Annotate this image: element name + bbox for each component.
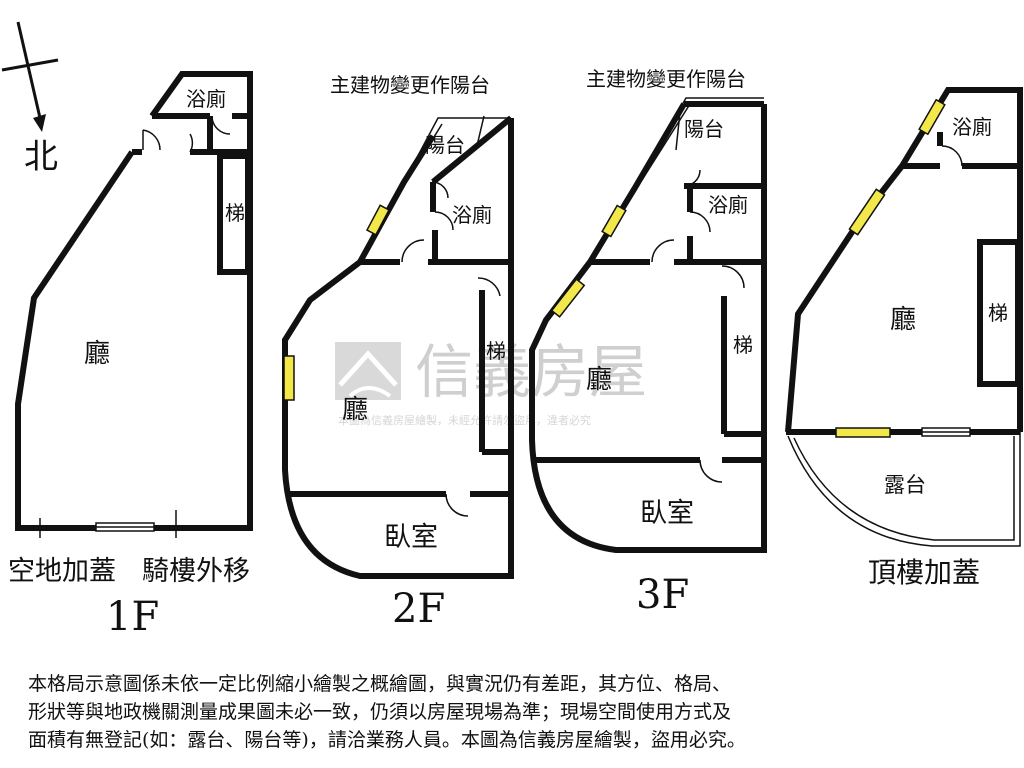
f1-stair-label: 梯 xyxy=(225,201,245,225)
f3-bath-label: 浴廁 xyxy=(708,193,748,217)
f2-living-label: 廳 xyxy=(342,395,368,425)
f1-arcade-note: 騎樓外移 xyxy=(142,556,250,587)
f3-stair-label: 梯 xyxy=(733,333,753,357)
f3-callout: 主建物變更作陽台 xyxy=(586,67,746,91)
f1-living-label: 廳 xyxy=(84,339,110,369)
roof-window-3 xyxy=(835,427,891,438)
disclaimer-line: 形狀等與地政機關測量成果圖未必一致，仍須以房屋現場為準；現場空間使用方式及 xyxy=(28,701,732,723)
floor-roof-thin xyxy=(787,145,1021,547)
watermark-notice: 本圖為信義房屋繪製，未經允許請勿盜用，違者必究 xyxy=(338,413,591,427)
f1-floor-name: 1F xyxy=(106,594,159,640)
f2-balcony-label: 陽台 xyxy=(425,133,465,157)
f1-bath-label: 浴廁 xyxy=(186,87,226,111)
floor-2f-thin xyxy=(401,115,511,517)
f2-bedroom-label: 臥室 xyxy=(384,522,438,553)
disclaimer-line: 面積有無登記(如：露台、陽台等)，請洽業務人員。本圖為信義房屋繪製，盜用必究。 xyxy=(28,729,746,751)
roof-bath-label: 浴廁 xyxy=(952,115,992,139)
f3-floor-name: 3F xyxy=(636,572,689,618)
roof-living-label: 廳 xyxy=(890,305,916,335)
roof-window-1 xyxy=(918,98,946,136)
floor-2f xyxy=(282,115,514,579)
roof-floor-name: 頂樓加蓋 xyxy=(868,556,980,589)
f2-window-2 xyxy=(283,355,295,401)
f2-stair-label: 梯 xyxy=(486,339,506,363)
floor-3f xyxy=(529,101,767,553)
f3-window-2 xyxy=(550,278,586,318)
f1-open-lot-note: 空地加蓋 xyxy=(8,556,116,587)
f3-living-label: 廳 xyxy=(586,365,612,395)
north-label: 北 xyxy=(24,137,58,177)
f3-bedroom-label: 臥室 xyxy=(640,498,694,529)
compass: 北 xyxy=(1,21,59,177)
disclaimer-line: 本格局示意圖係未依一定比例縮小繪製之概繪圖，與實況仍有差距，其方位、格局、 xyxy=(28,673,732,695)
f3-balcony-label: 陽台 xyxy=(684,117,724,141)
f2-floor-name: 2F xyxy=(392,586,445,632)
roof-window-2 xyxy=(848,188,886,236)
f2-bath-label: 浴廁 xyxy=(452,203,492,227)
floor-3f-thin xyxy=(635,97,764,483)
f2-callout: 主建物變更作陽台 xyxy=(330,73,490,97)
floor-plan-diagram: 北 信義房屋 本圖為信義房屋繪製，未經允許請勿盜用，違者必究 浴廁 梯 廳 空地… xyxy=(1,21,1023,640)
roof-stair-label: 梯 xyxy=(988,301,1008,325)
disclaimer: 本格局示意圖係未依一定比例縮小繪製之概繪圖，與實況仍有差距，其方位、格局、 形狀… xyxy=(28,670,1008,754)
roof-terrace-label: 露台 xyxy=(884,473,926,497)
floor-1f-doors xyxy=(39,115,231,538)
f2-window-1 xyxy=(365,204,391,236)
f3-window-1 xyxy=(601,204,627,238)
floor-roof xyxy=(785,87,1023,435)
